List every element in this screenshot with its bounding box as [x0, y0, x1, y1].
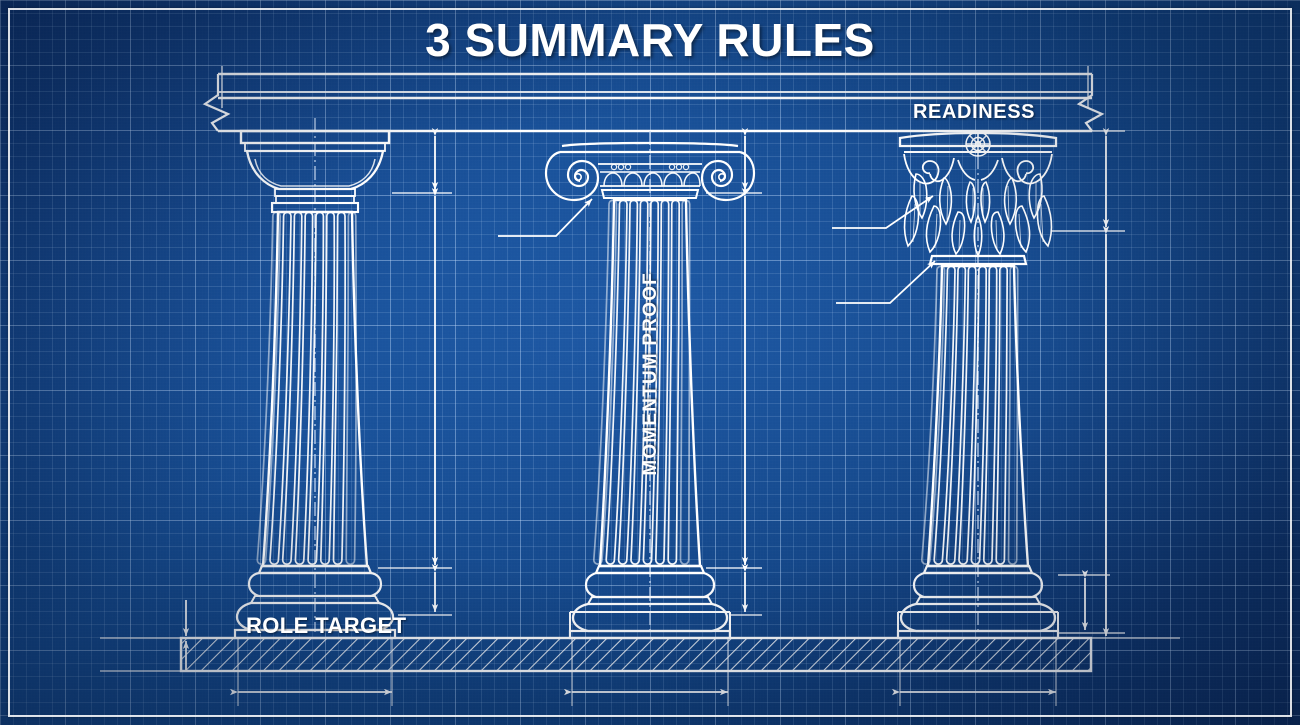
column-corinthian	[896, 131, 1060, 640]
foundation-slab	[100, 636, 1180, 673]
column-ionic	[544, 131, 756, 640]
entablature	[202, 72, 1105, 133]
column-doric	[233, 118, 397, 640]
leader-lines	[498, 195, 936, 304]
